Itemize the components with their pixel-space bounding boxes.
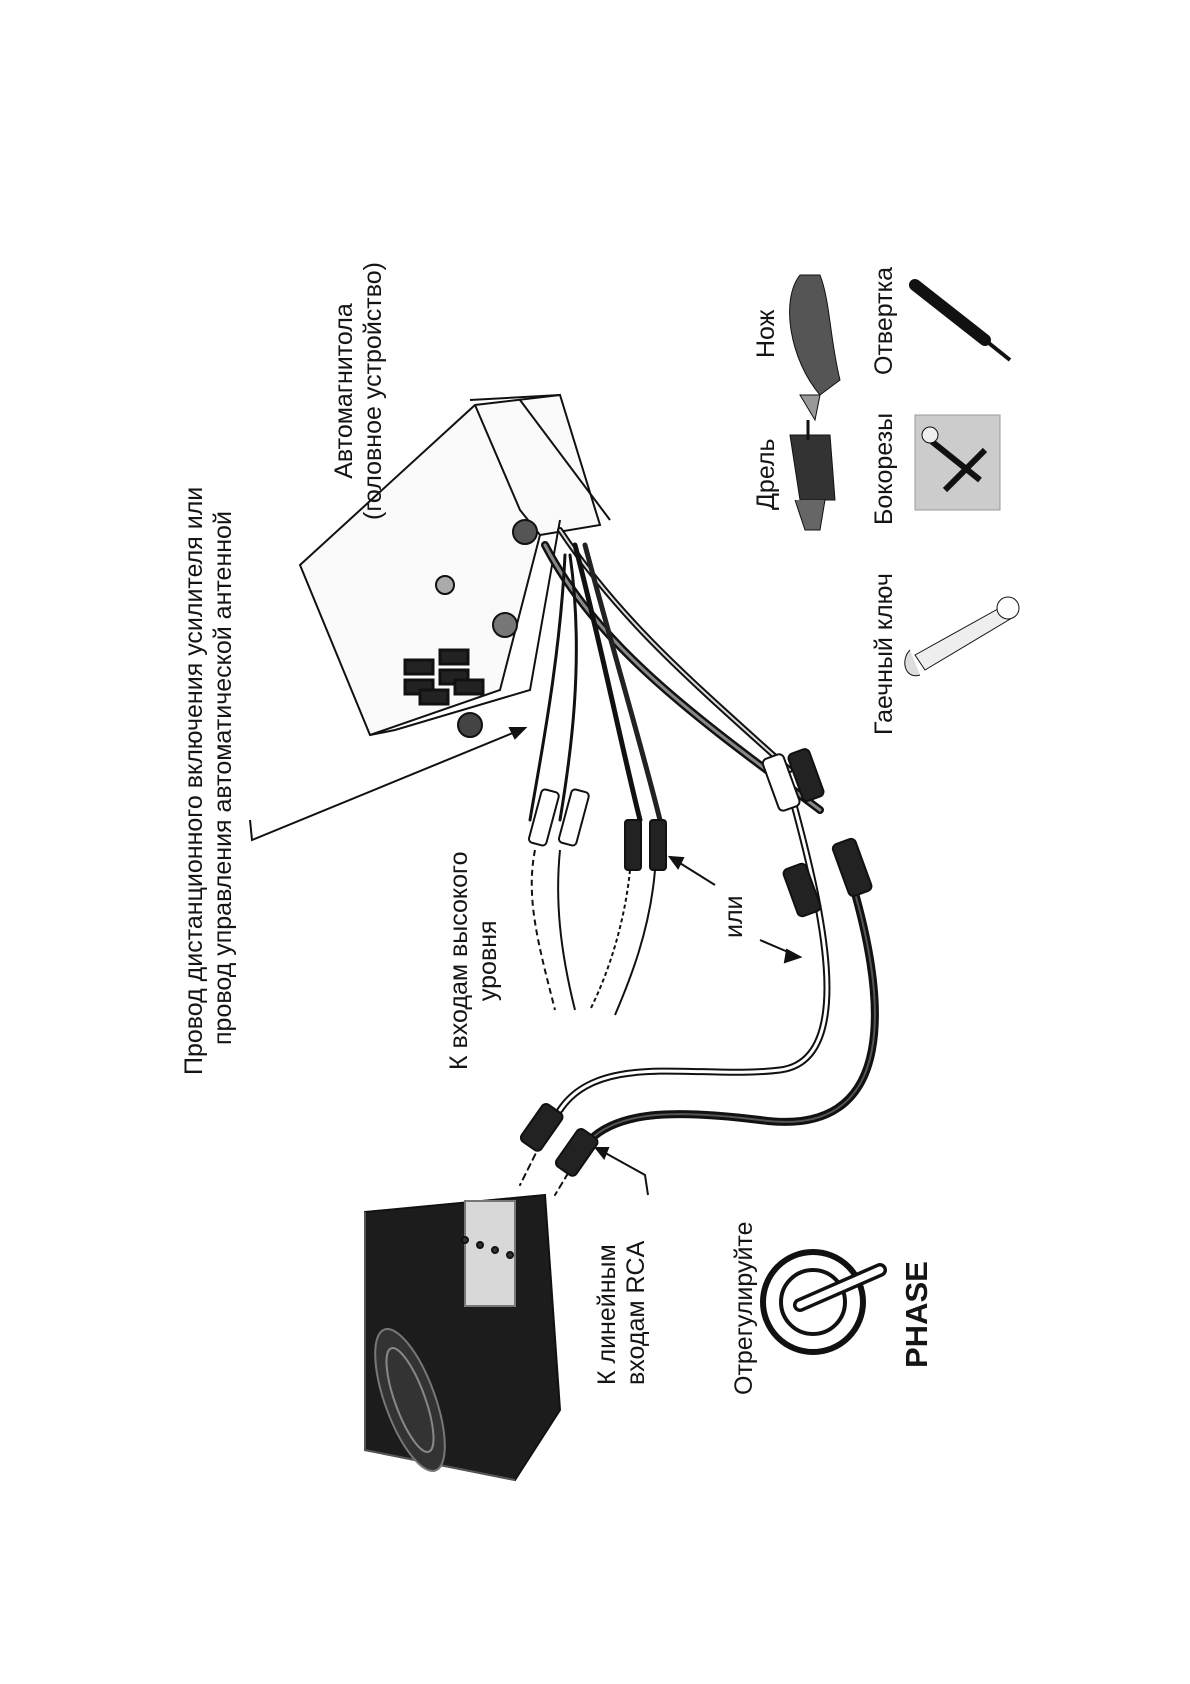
drill-label: Дрель	[752, 438, 780, 510]
cutters-label: Бокорезы	[870, 412, 898, 525]
rca-cables	[519, 786, 879, 1196]
knife-label: Нож	[752, 309, 780, 358]
head-unit-label: Автомагнитола (головное устройство)	[330, 262, 387, 520]
phase-knob-icon	[760, 1249, 887, 1355]
rca-label: К линейным входам RCA	[593, 1240, 650, 1385]
wrench-label: Гаечный ключ	[870, 573, 898, 735]
high-level-label: К входам высокого уровня	[445, 851, 502, 1070]
phase-label: PHASE	[899, 1261, 934, 1368]
head-unit-illustration	[298, 393, 611, 738]
remote-wire-label: Провод дистанционного включения усилител…	[180, 486, 237, 1075]
or-label: или	[720, 895, 748, 938]
rca-plugs	[519, 748, 873, 1177]
screwdriver-label: Отвертка	[870, 267, 898, 375]
screwdriver-icon	[909, 279, 1012, 362]
or-arrows	[667, 855, 803, 964]
inline-fuses	[527, 788, 667, 871]
knife-icon	[789, 274, 841, 422]
cutters-icon	[914, 414, 1001, 511]
drill-icon	[789, 420, 836, 531]
wrench-icon	[904, 596, 1020, 677]
rca-pointer	[593, 1147, 649, 1196]
subwoofer-box	[364, 1193, 562, 1482]
remote-wire-pointer	[249, 727, 528, 842]
adjust-label: Отрегулируйте	[730, 1221, 758, 1396]
high-level-leads	[530, 849, 656, 1016]
vent-grille	[403, 648, 485, 706]
